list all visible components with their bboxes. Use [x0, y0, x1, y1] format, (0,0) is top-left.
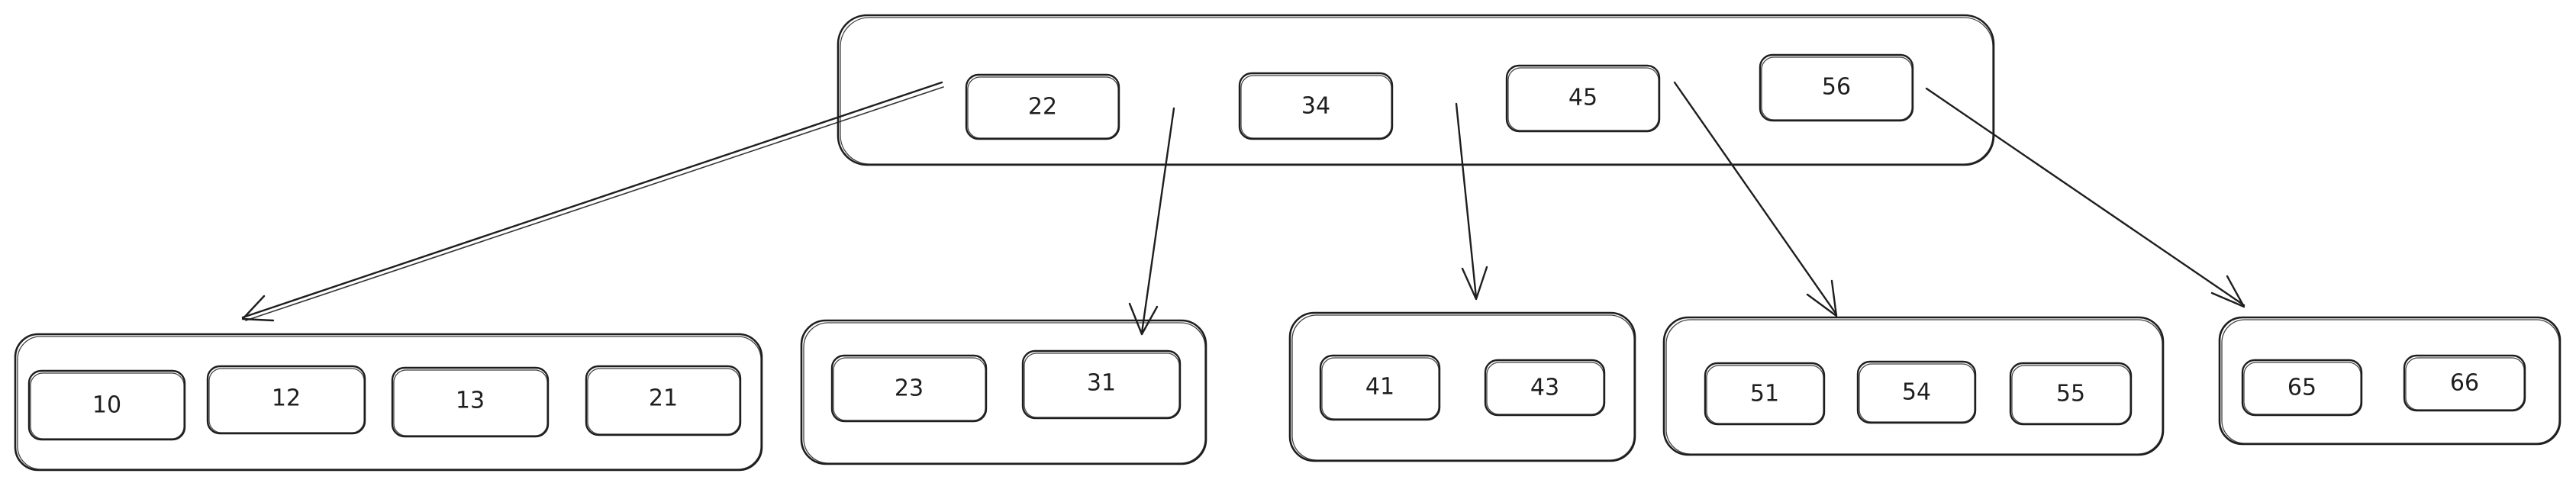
- child-node-2: 23 31: [800, 319, 1207, 465]
- child-5-key-2-label: 66: [2450, 370, 2479, 397]
- child-4-key-1: 51: [1704, 362, 1826, 426]
- child-3-key-1-label: 41: [1365, 374, 1394, 401]
- child-3-key-2: 43: [1484, 359, 1606, 417]
- child-node-5-frame: [2218, 316, 2561, 446]
- child-4-key-3: 55: [2009, 362, 2133, 426]
- root-node: 22 34 45 56: [837, 14, 1995, 166]
- child-3-key-2-label: 43: [1530, 375, 1559, 401]
- root-key-2: 34: [1238, 72, 1394, 140]
- pointer-arrow-4: [1673, 81, 1838, 317]
- child-2-key-2: 31: [1021, 349, 1182, 420]
- pointer-arrow-2: [1128, 107, 1175, 336]
- child-1-key-1-label: 10: [92, 392, 121, 419]
- child-4-key-2: 54: [1856, 360, 1977, 424]
- child-1-key-3-label: 13: [456, 388, 485, 414]
- pointer-arrows: [241, 81, 2246, 336]
- child-node-4: 51 54 55: [1662, 316, 2165, 456]
- child-node-3: 41 43: [1288, 311, 1636, 462]
- pointer-arrow-1: [241, 81, 944, 322]
- root-node-frame: [837, 14, 1995, 166]
- child-5-key-1-label: 65: [2287, 375, 2316, 401]
- child-node-1-frame: [14, 333, 763, 472]
- child-2-key-2-label: 31: [1087, 370, 1116, 397]
- root-key-4-label: 56: [1822, 74, 1851, 101]
- child-2-key-1-label: 23: [895, 375, 924, 402]
- child-4-key-3-label: 55: [2056, 381, 2085, 407]
- root-node-frame-shadow: [840, 17, 1994, 165]
- child-5-key-2: 66: [2403, 354, 2526, 412]
- child-1-key-4: 21: [585, 365, 742, 436]
- child-4-key-1-label: 51: [1750, 381, 1779, 407]
- root-key-3-label: 45: [1568, 85, 1598, 111]
- root-key-4: 56: [1759, 53, 1914, 122]
- root-key-1: 22: [965, 73, 1120, 140]
- child-4-key-2-label: 54: [1902, 379, 1931, 406]
- child-1-key-2: 12: [206, 365, 366, 435]
- child-2-key-1: 23: [830, 354, 988, 423]
- root-key-3: 45: [1505, 64, 1661, 133]
- pointer-arrow-5: [1925, 87, 2246, 308]
- child-node-2-frame: [800, 319, 1207, 465]
- pointer-arrow-3: [1455, 102, 1488, 301]
- child-node-4-frame: [1662, 316, 2165, 456]
- child-1-key-3: 13: [391, 366, 550, 438]
- child-node-5: 65 66: [2218, 316, 2561, 446]
- child-3-key-1: 41: [1319, 354, 1441, 421]
- child-1-key-4-label: 21: [649, 385, 678, 412]
- root-key-2-label: 34: [1301, 93, 1330, 120]
- child-5-key-1: 65: [2241, 359, 2363, 417]
- child-1-key-2-label: 12: [272, 385, 301, 412]
- child-node-3-frame: [1288, 311, 1636, 462]
- root-key-1-label: 22: [1028, 94, 1057, 121]
- child-node-1: 10 12 13 21: [14, 333, 763, 472]
- child-1-key-1: 10: [27, 369, 186, 441]
